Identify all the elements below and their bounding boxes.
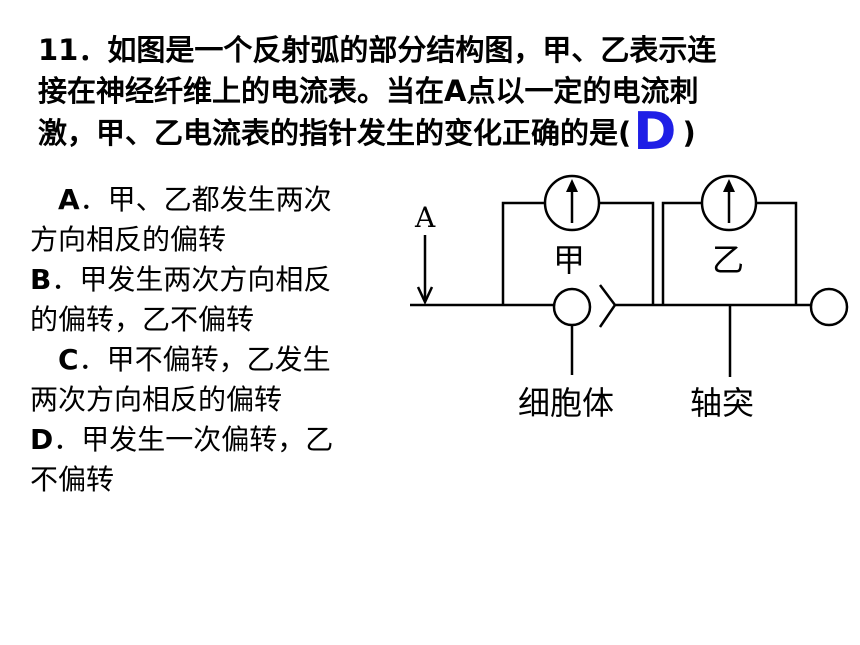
answer-mark: D — [633, 102, 677, 162]
option-b-line-1: B．甲发生两次方向相反 — [30, 263, 332, 296]
option-a-line-1: A．甲、乙都发生两次 — [58, 183, 332, 216]
point-a-label: A — [414, 201, 436, 234]
meter-1-label: 甲 — [553, 241, 585, 279]
question-line-2: 接在神经纤维上的电流表。当在A点以一定的电流刺 — [38, 74, 699, 108]
question-number: 11 — [38, 33, 79, 67]
meter-2-dial — [700, 174, 758, 232]
option-c-line-1: C．甲不偏转，乙发生 — [58, 343, 331, 376]
meter-1-wire-right — [599, 201, 655, 305]
question-line-1: 11．如图是一个反射弧的部分结构图，甲、乙表示连 — [38, 33, 717, 67]
meter-2-wire-right — [756, 201, 798, 305]
stimulus-arrowhead — [416, 286, 434, 305]
synapse-mark — [598, 284, 617, 328]
meter-1-needle-head — [566, 179, 578, 192]
end-neuron — [809, 287, 849, 327]
meter-2-wire — [661, 201, 702, 305]
option-d-line-2: 不偏转 — [30, 463, 115, 496]
option-c-line-2: 两次方向相反的偏转 — [30, 383, 283, 416]
option-a-line-2: 方向相反的偏转 — [30, 223, 227, 256]
cell-body — [552, 287, 592, 327]
reflex-arc-diagram: A 甲 乙 细胞体 轴突 — [410, 174, 849, 422]
options-list: A．甲、乙都发生两次 方向相反的偏转 B．甲发生两次方向相反 的偏转，乙不偏转 … — [30, 180, 400, 500]
option-b-line-2: 的偏转，乙不偏转 — [30, 303, 255, 336]
meter-2-needle-head — [723, 179, 735, 192]
axon-label: 轴突 — [690, 384, 754, 422]
question-text: 11．如图是一个反射弧的部分结构图，甲、乙表示连 接在神经纤维上的电流表。当在A… — [38, 30, 838, 162]
meter-1-wire — [501, 201, 545, 305]
question-line-3: 激，甲、乙电流表的指针发生的变化正确的是(D) — [38, 102, 696, 162]
meter-2-label: 乙 — [712, 241, 744, 279]
option-d-line-1: D．甲发生一次偏转，乙 — [30, 423, 334, 456]
cell-body-label: 细胞体 — [518, 384, 614, 422]
meter-1-dial — [543, 174, 601, 232]
